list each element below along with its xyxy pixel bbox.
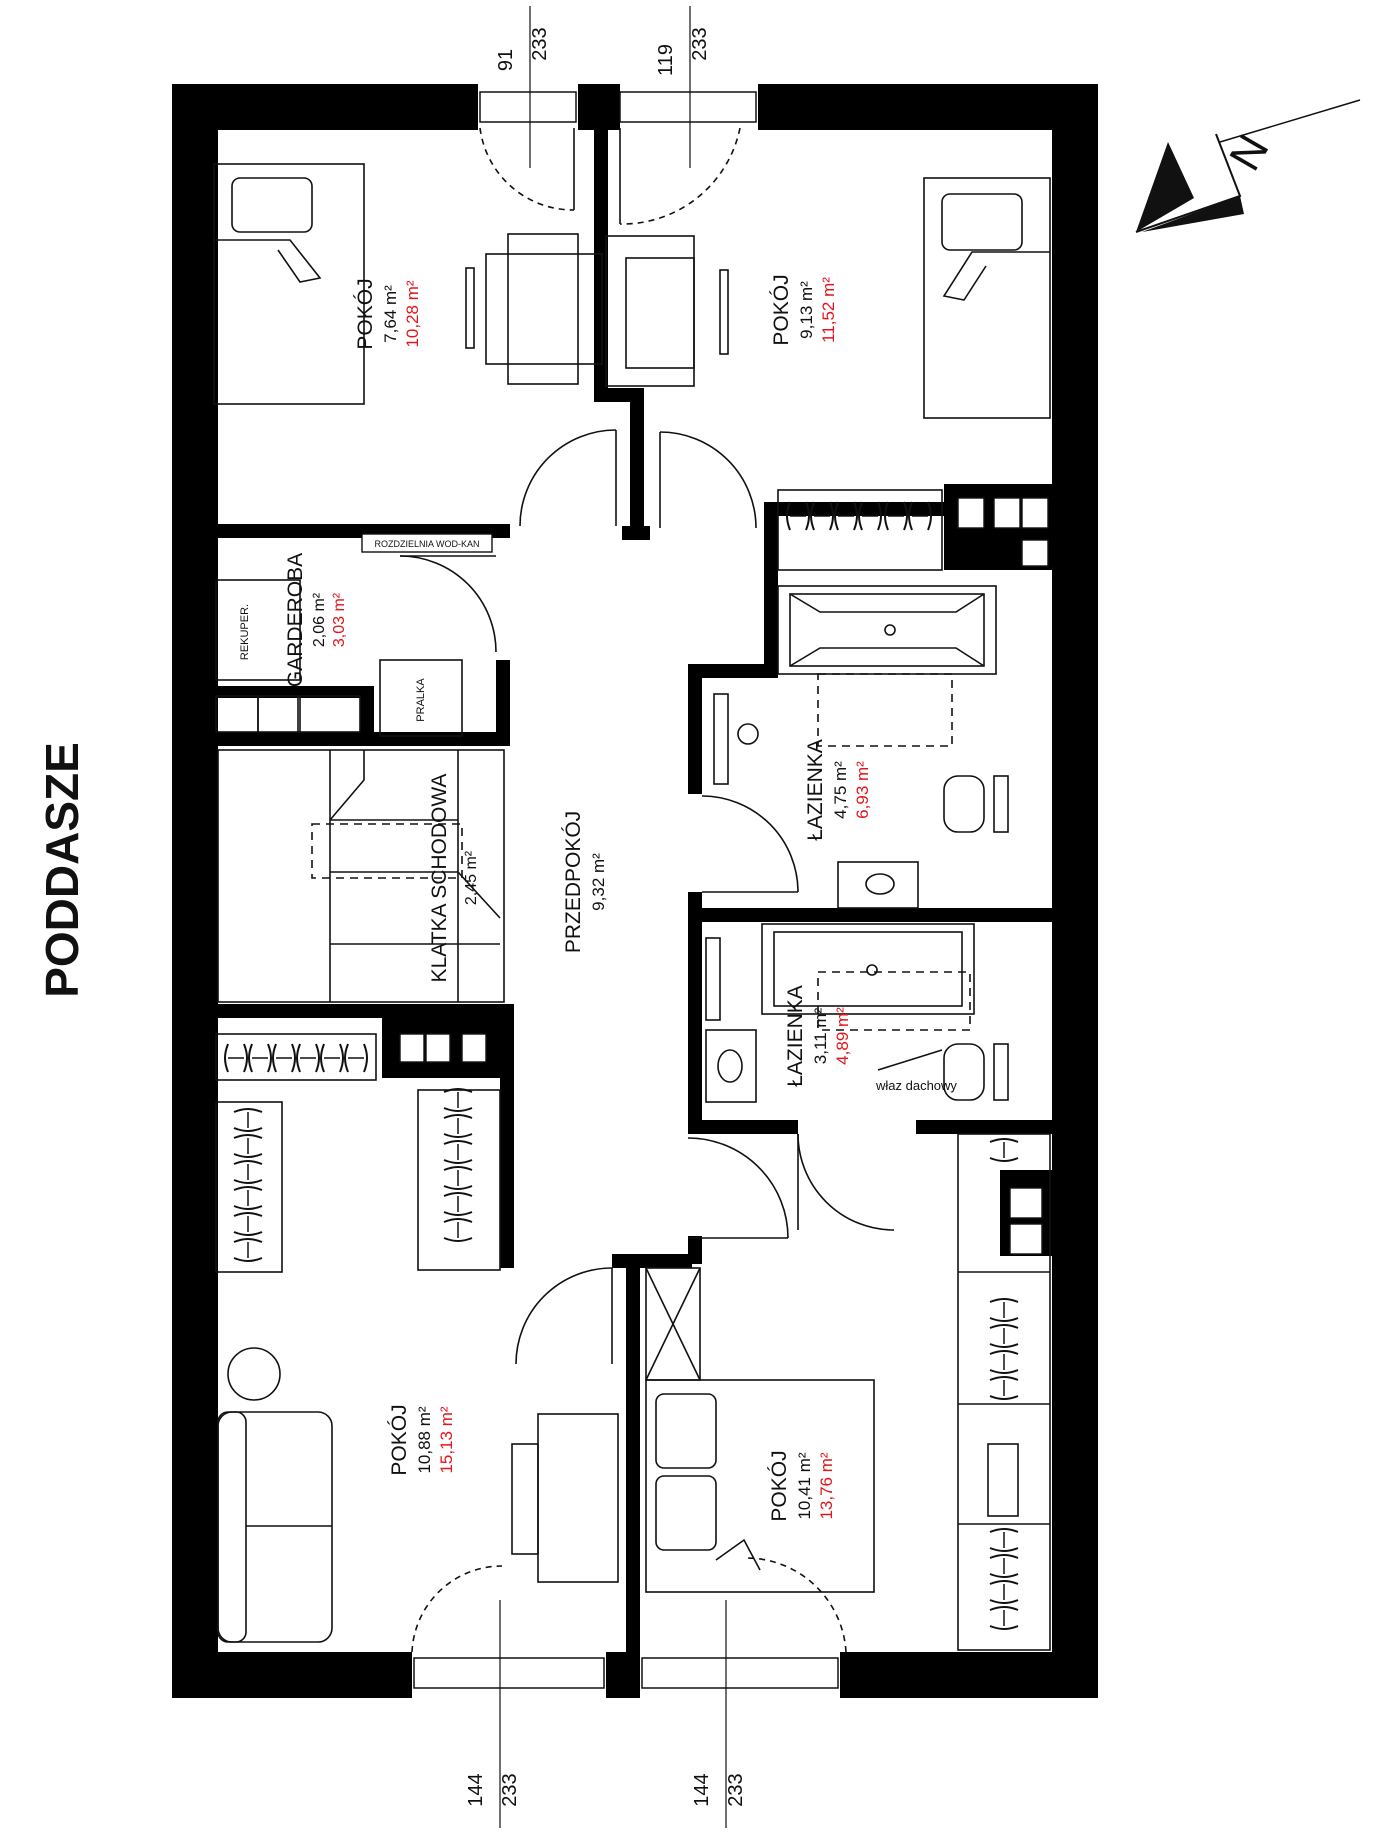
wlaz-label: właz dachowy [875, 1078, 957, 1093]
room-pokoj-3: POKÓJ 10,88 m² 15,13 m² [388, 1404, 456, 1475]
pralka-label: PRALKA [415, 678, 427, 722]
room-lazienka-2: ŁAZIENKA 3,11 m² 4,89 m² [784, 985, 852, 1087]
room-name: KLATKA SCHODOWA [428, 774, 451, 983]
room-area-gross: 13,76 m² [817, 1452, 836, 1519]
room-klatka: KLATKA SCHODOWA 2,45 m² [428, 774, 480, 983]
window-dims: 91 233 119 233 144 233 144 233 [465, 27, 747, 1806]
room-name: POKÓJ [768, 1450, 791, 1521]
room-name: POKÓJ [354, 278, 377, 349]
room-area-gross: 15,13 m² [437, 1406, 456, 1473]
room-name: POKÓJ [388, 1404, 411, 1475]
floor-title: PODDASZE [36, 742, 88, 998]
room-area-gross: 10,28 m² [403, 280, 422, 347]
small-labels: ROZDZIELNIA WOD-KAN REKUPER. PRALKA właz… [239, 539, 957, 1093]
room-pokoj-2: POKÓJ 9,13 m² 11,52 m² [770, 274, 838, 345]
room-name: PRZEDPOKÓJ [562, 811, 585, 953]
room-area: 10,88 m² [415, 1406, 434, 1473]
room-area: 9,13 m² [797, 281, 816, 339]
room-name: ŁAZIENKA [804, 739, 827, 841]
room-area-gross: 3,03 m² [331, 592, 348, 647]
room-area-gross: 6,93 m² [853, 761, 872, 819]
furniture [213, 163, 1051, 1651]
rozdzielnia-label: ROZDZIELNIA WOD-KAN [374, 539, 479, 549]
north-label: N [1220, 127, 1278, 179]
w3-bottom-dim: 233 [499, 1773, 521, 1806]
room-area: 9,32 m² [589, 853, 608, 911]
room-area: 10,41 m² [795, 1452, 814, 1519]
window-leaders [499, 6, 727, 1828]
room-area: 2,45 m² [463, 850, 480, 905]
room-name: POKÓJ [770, 274, 793, 345]
room-area: 7,64 m² [381, 285, 400, 343]
w1-top-dim: 91 [495, 49, 517, 71]
door-swings [399, 127, 895, 1653]
room-labels: POKÓJ 7,64 m² 10,28 m² POKÓJ 9,13 m² 11,… [284, 274, 872, 1521]
rozdzielnia-box [361, 533, 493, 553]
w4-bottom-dim: 233 [725, 1773, 747, 1806]
room-area-gross: 11,52 m² [819, 277, 838, 343]
room-area: 2,06 m² [311, 592, 328, 647]
room-area: 4,75 m² [831, 761, 850, 819]
w1-bottom-dim: 233 [529, 27, 551, 60]
meters [399, 497, 1049, 1255]
room-name: GARDEROBA [284, 553, 307, 687]
wardrobe-hangers [224, 501, 1019, 1630]
window-openings [413, 91, 839, 1689]
north-arrow: N [1135, 99, 1361, 233]
outer-walls [172, 84, 1098, 1698]
w2-bottom-dim: 233 [689, 27, 711, 60]
room-area: 3,11 m² [811, 1007, 830, 1064]
room-pokoj-1: POKÓJ 7,64 m² 10,28 m² [354, 278, 422, 349]
room-name: ŁAZIENKA [784, 985, 807, 1087]
room-lazienka-1: ŁAZIENKA 4,75 m² 6,93 m² [804, 739, 872, 841]
w3-top-dim: 144 [465, 1773, 487, 1806]
room-area-gross: 4,89 m² [833, 1007, 852, 1065]
interior-walls [214, 128, 1052, 1654]
w2-top-dim: 119 [655, 44, 677, 76]
room-przedpokoj: PRZEDPOKÓJ 9,32 m² [562, 811, 608, 953]
w4-top-dim: 144 [691, 1773, 713, 1806]
room-garderoba: GARDEROBA 2,06 m² 3,03 m² [284, 553, 348, 687]
rekuperator-label: REKUPER. [239, 604, 251, 660]
room-pokoj-4: POKÓJ 10,41 m² 13,76 m² [768, 1450, 836, 1521]
